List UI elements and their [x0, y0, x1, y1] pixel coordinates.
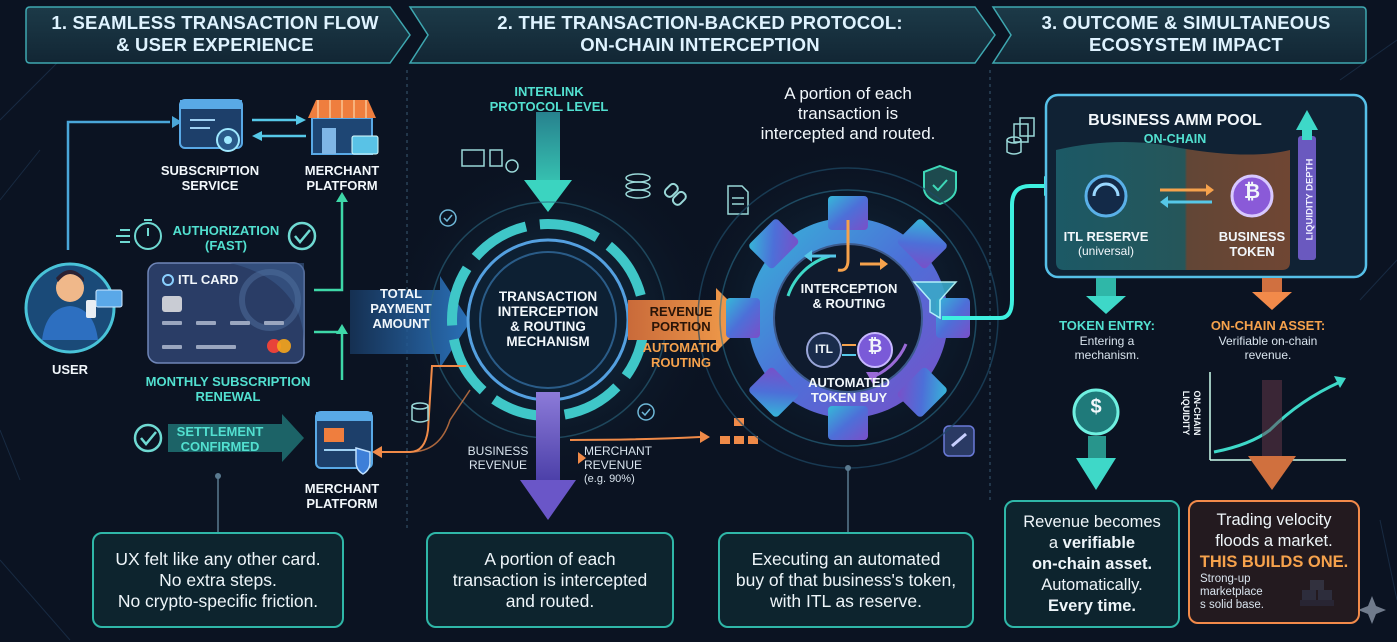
stopwatch-icon: [116, 219, 162, 250]
liquidity-depth-label: LIQUIDITY DEPTH: [1304, 158, 1316, 241]
gear-graphic: [697, 167, 999, 469]
database-icon: [411, 402, 429, 423]
itl-reserve-label: ITL RESERVE(universal): [1063, 229, 1149, 258]
devices-icon: [461, 149, 519, 173]
bitcoin-symbol: ₿: [867, 336, 883, 356]
document-stack-icon: [1006, 117, 1035, 155]
link-icon: [943, 425, 975, 457]
amm-pool-title: BUSINESS AMM POOL: [1088, 112, 1262, 129]
itl-coin-icon: [806, 332, 842, 368]
section-2-title: 2. THE TRANSACTION-BACKED PROTOCOL:ON-CH…: [497, 12, 903, 55]
dollar-coin-icon: [1072, 388, 1120, 436]
summary-box-ux: UX felt like any other card.No extra ste…: [92, 532, 344, 628]
authorization-label: AUTHORIZATION(FAST): [172, 223, 280, 253]
amm-pool-subtitle: ON-CHAIN: [1143, 132, 1207, 146]
header-banner-1: [25, 6, 411, 64]
document-icon: [727, 185, 749, 215]
interception-routing-label: INTERCEPTION& ROUTING: [800, 281, 898, 311]
funnel-icon: [912, 281, 958, 320]
outcome-box-market: Trading velocity floods a market. THIS B…: [1188, 500, 1360, 624]
shield-check-icon: [923, 164, 957, 206]
merchant-store-icon: [308, 100, 379, 155]
card-label: ITL CARD: [178, 272, 239, 287]
header-banner-2: [408, 6, 996, 64]
user-avatar-icon: [24, 262, 123, 354]
dollar-symbol: $: [1090, 396, 1102, 418]
user-label: USER: [51, 362, 89, 377]
coins-icon: [625, 173, 651, 199]
sparkle-icon: [1358, 596, 1386, 624]
header-banner-3: [991, 6, 1367, 64]
onchain-asset-label: ON-CHAIN ASSET:: [1210, 318, 1326, 333]
merchant-platform-icon: [315, 411, 373, 475]
section-1-title: 1. SEAMLESS TRANSACTION FLOW& USER EXPER…: [51, 12, 379, 55]
card-graphics: [147, 262, 305, 364]
settlement-check-icon: [133, 423, 163, 453]
check-circle-icon: [287, 221, 317, 251]
subscription-service-icon: [179, 99, 243, 152]
outcome-box-verifiable: Revenue becomes a verifiable on-chain as…: [1004, 500, 1180, 628]
itl-reserve-coin-icon: [1084, 174, 1128, 218]
bitcoin-coin-icon: [857, 332, 893, 368]
check-small-icon: [439, 209, 655, 421]
business-token-coin-icon: [1230, 174, 1274, 218]
token-entry-label: TOKEN ENTRY:: [1059, 318, 1155, 333]
chain-link-icon: [663, 182, 687, 206]
itl-coin-label: ITL: [815, 342, 833, 356]
business-token-symbol: ₿: [1243, 181, 1261, 203]
